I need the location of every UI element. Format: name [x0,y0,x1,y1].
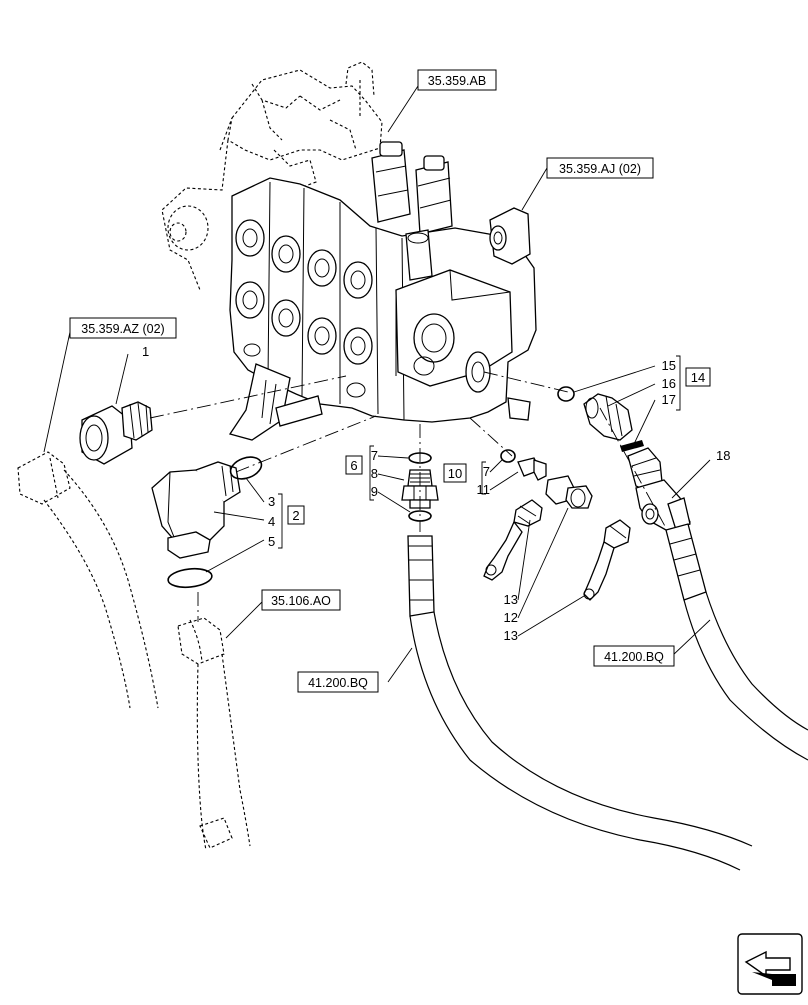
ref-box-35-106-ao[interactable]: 35.106.AO [261,589,341,611]
part-15-o-ring [557,386,575,402]
callout-box-6: 6 [345,455,363,475]
ref-box-35-359-aj[interactable]: 35.359.AJ (02) [546,157,654,179]
callout-8: 8 [371,466,378,481]
callout-box-2: 2 [287,505,305,525]
axis-line-6 [469,417,513,457]
part-1-adapter [79,401,153,465]
callout-13-right: 13 [504,628,518,643]
callout-10: 10 [448,466,462,481]
control-valve-assembly [161,61,537,441]
ref-label-35-106-ao: 35.106.AO [271,594,331,608]
callout-7-right: 7 [483,464,490,479]
ref-box-35-359-ab[interactable]: 35.359.AB [417,69,497,91]
part-4-elbow-fitting [151,461,241,559]
ref-label-41-200-bq-right: 41.200.BQ [604,650,664,664]
callout-12: 12 [504,610,518,625]
ref-label-35-359-az: 35.359.AZ (02) [81,322,164,336]
callout-11: 11 [477,482,491,497]
part-16-elbow [583,393,633,441]
callout-box-10: 10 [443,463,467,483]
callout-6: 6 [350,458,357,473]
ref-box-35-359-az[interactable]: 35.359.AZ (02) [69,317,177,339]
axis-line-7 [599,407,667,529]
part-12-elbow [545,475,593,509]
ref-label-35-359-ab: 35.359.AB [428,74,486,88]
callout-9: 9 [371,484,378,499]
callout-7-center: 7 [371,448,378,463]
axis-line-5 [483,371,569,393]
callout-3: 3 [268,494,275,509]
callout-13-left: 13 [504,592,518,607]
callout-14: 14 [691,370,705,385]
axis-line-2 [235,415,377,473]
callout-4: 4 [268,514,275,529]
axis-line-1 [149,375,347,419]
hose-41-200-bq-center [407,535,753,871]
part-5-o-ring [167,567,213,589]
callout-16: 16 [662,376,676,391]
ref-box-41-200-bq-right[interactable]: 41.200.BQ [593,645,675,667]
part-17-washer [620,440,644,452]
part-13-banjo-right [583,519,631,601]
callout-15: 15 [662,358,676,373]
callout-2: 2 [292,508,299,523]
ref-box-41-200-bq-left[interactable]: 41.200.BQ [297,671,379,693]
callout-box-14: 14 [685,367,711,387]
callout-1: 1 [142,344,149,359]
ref-label-41-200-bq-left: 41.200.BQ [308,676,368,690]
part-7-o-ring-right [500,449,516,463]
part-3-o-ring [229,456,263,480]
part-11-adapter [517,457,547,481]
callout-18: 18 [716,448,730,463]
part-13-banjo-left [483,499,543,581]
next-page-arrow-icon[interactable] [737,933,803,995]
hose-41-200-bq-right [665,523,808,761]
callout-5: 5 [268,534,275,549]
part-18-tee-fitting [627,447,691,535]
ref-label-35-359-aj: 35.359.AJ (02) [559,162,641,176]
hose-35-106-ao-dotted [177,617,251,851]
callout-17: 17 [662,392,676,407]
hose-left-dotted [17,451,159,709]
